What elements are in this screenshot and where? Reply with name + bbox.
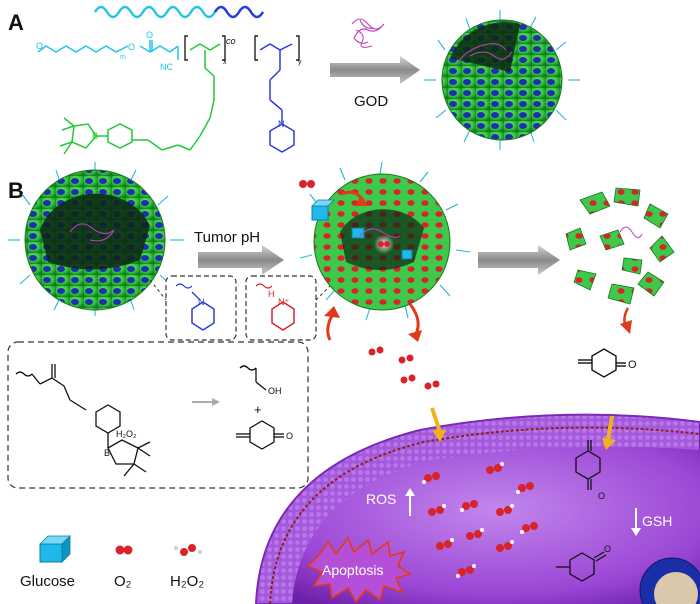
peg-o-atom-2: O: [128, 42, 135, 52]
god-label: GOD: [354, 93, 388, 110]
nanoparticle-swollen: [299, 161, 471, 321]
piperidine-n-atom: N: [278, 119, 285, 129]
legend-h2o2-icon: [174, 544, 202, 556]
mechanism-inset: B H₂O₂ OH + O: [7, 341, 309, 489]
boron-atom: B: [92, 131, 98, 141]
legend-h2o2-label: H₂O₂: [170, 573, 204, 590]
peg-m-subscript: m: [120, 54, 126, 61]
yellow-arrow-1: [430, 407, 446, 442]
inset-h2o2-label: H₂O₂: [116, 429, 137, 439]
god-enzyme-glyph: [351, 18, 385, 48]
quinone-methide-cell-2: [556, 551, 607, 582]
cell-quinone-o-2: O: [604, 544, 611, 554]
x-subscript: x: [223, 59, 227, 66]
ros-label: ROS: [366, 491, 396, 507]
polymer-structure: O m O O NC co x y: [36, 5, 302, 155]
nanoparticle-fragments: [565, 187, 675, 305]
nanoparticle-god-loaded: [424, 10, 580, 150]
y-subscript: y: [298, 59, 302, 66]
inset-oh-label: OH: [268, 386, 282, 396]
legend-glucose-icon: [39, 535, 71, 563]
piperidine-protonated-callout: H N⁺: [245, 275, 317, 341]
h2o2-drifting: [368, 346, 440, 390]
quinone-methide-released: [578, 348, 626, 378]
callout-h-atom: H: [268, 289, 275, 299]
cn-group: NC: [160, 62, 173, 72]
legend-o2-label: O₂: [114, 573, 132, 590]
peg-carbonyl-o: O: [146, 30, 153, 40]
yellow-arrow-2: [602, 415, 616, 450]
apoptosis-burst: Apoptosis: [306, 536, 412, 604]
legend-o2-icon: [115, 545, 133, 555]
glucose-cube-incoming: [311, 199, 335, 221]
callout-n-atom: N: [198, 297, 205, 307]
inset-o-atom: O: [286, 431, 293, 441]
quinone-o-atom: O: [628, 359, 637, 371]
nanoparticle-neutral: [8, 162, 184, 316]
piperidine-neutral-callout: N: [165, 275, 237, 341]
callout-nplus-atom: N⁺: [278, 297, 289, 307]
copolymer-co-label: co: [226, 36, 236, 46]
h2o2-cluster-cell: [422, 462, 538, 578]
god-arrow: [330, 56, 420, 84]
inset-plus-sign: +: [254, 402, 262, 417]
apoptosis-label: Apoptosis: [322, 562, 383, 578]
legend-glucose-label: Glucose: [20, 573, 75, 590]
disassembly-arrow: [478, 245, 560, 275]
o2-molecule-incoming: [295, 172, 319, 196]
gsh-label: GSH: [642, 513, 672, 529]
cell-quinone-o-1: O: [598, 491, 605, 501]
tumor-ph-arrow: [198, 245, 284, 275]
inset-boron-atom: B: [104, 448, 110, 458]
tumor-ph-label: Tumor pH: [194, 229, 260, 246]
panel-label-a: A: [8, 10, 24, 35]
panel-label-b: B: [8, 178, 24, 203]
peg-o-atom: O: [36, 41, 43, 51]
legend: Glucose O₂ H₂O₂: [20, 535, 204, 590]
quinone-methide-cell-1: [575, 440, 601, 490]
